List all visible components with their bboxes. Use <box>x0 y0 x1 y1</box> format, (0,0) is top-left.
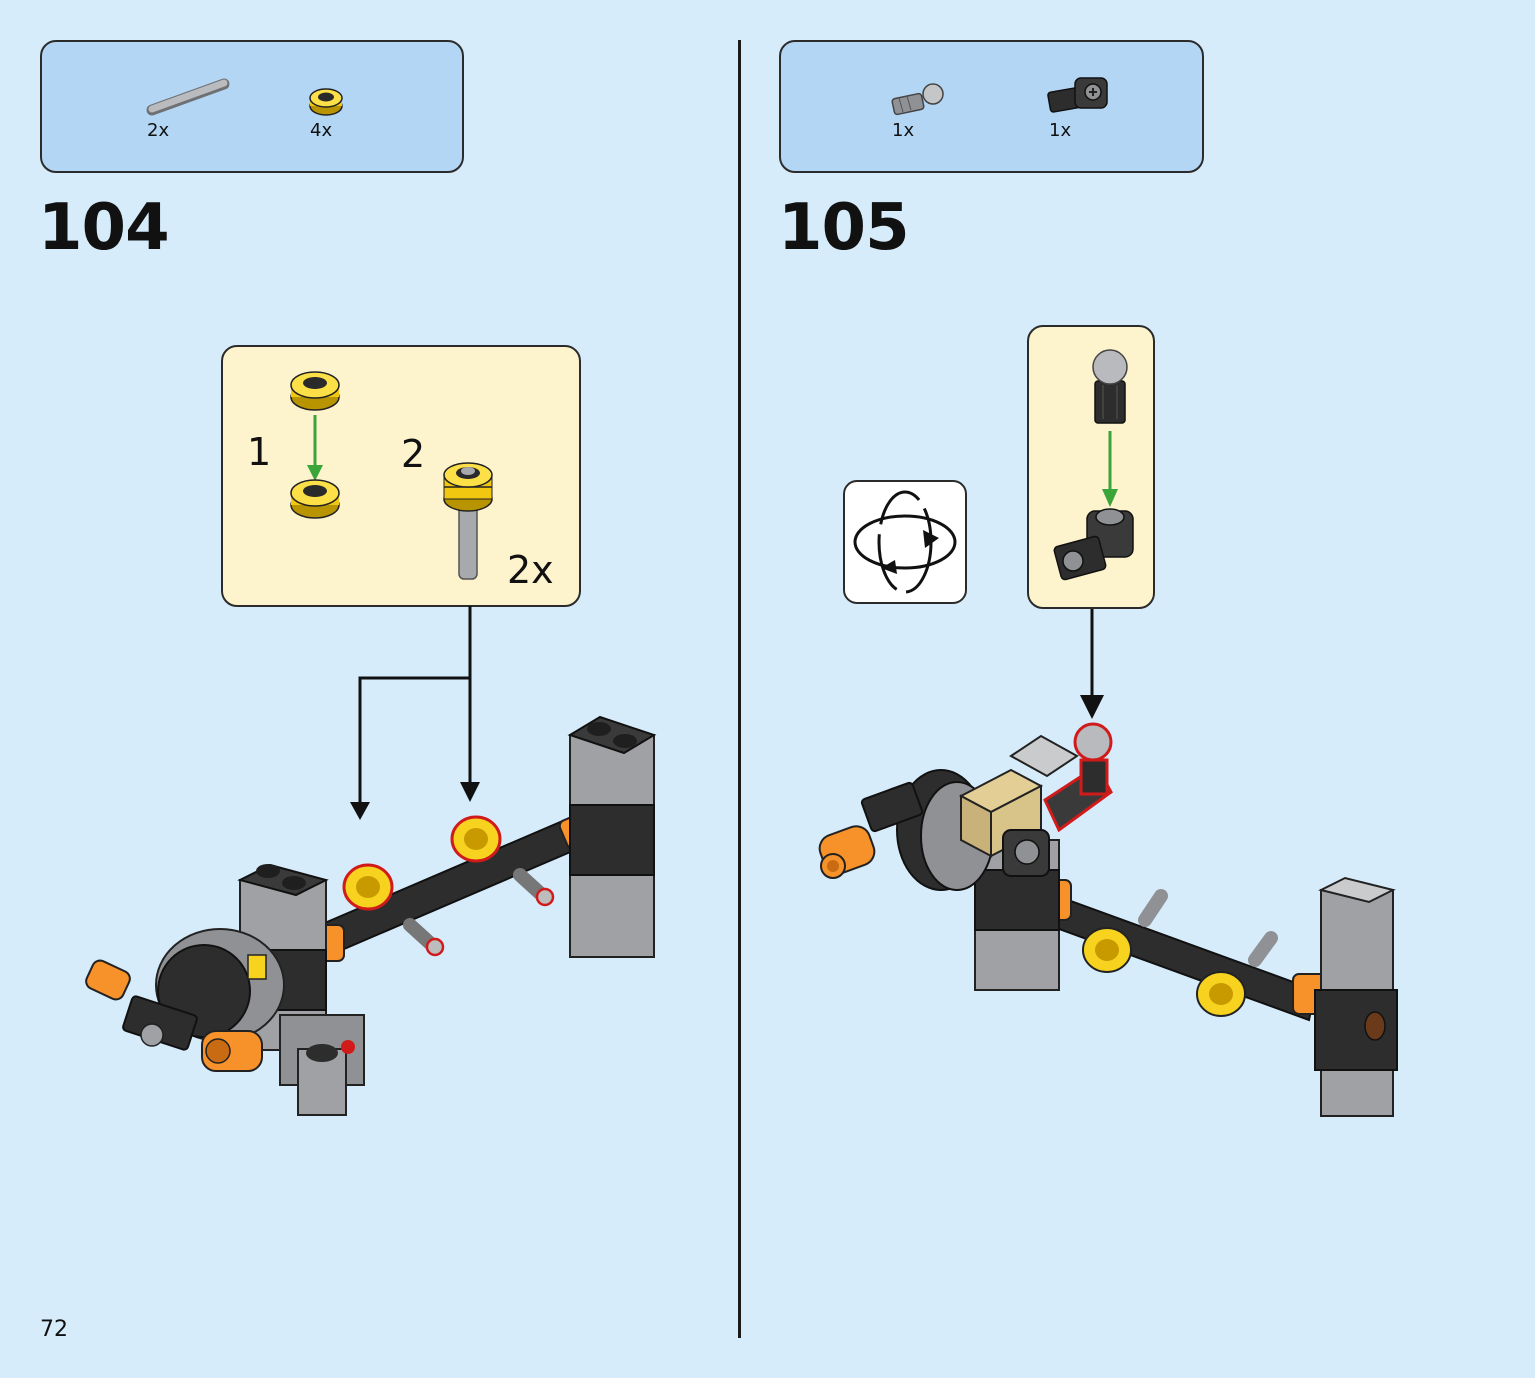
part-qty: 2x <box>147 120 170 141</box>
ball-joint-axle-icon <box>1092 349 1128 424</box>
subassembly-illustration <box>1053 349 1134 581</box>
callout-arrow <box>1080 609 1104 719</box>
arrow-down-icon <box>460 782 480 802</box>
subassembly-callout <box>1027 325 1155 609</box>
step-number: 104 <box>38 191 170 265</box>
yellow-round-plate-icon <box>290 371 340 411</box>
page-number: 72 <box>40 1317 68 1342</box>
green-arrow-icon <box>307 465 323 481</box>
grey-axle-icon <box>146 76 230 116</box>
green-arrow-icon <box>1102 489 1118 507</box>
subassembly-callout: 1 2 2x <box>221 345 581 607</box>
substep-label: 2 <box>401 432 426 476</box>
rotate-model-box <box>843 480 967 604</box>
parts-list-box-104: 2x 4x <box>40 40 464 173</box>
subassembly-illustration <box>290 371 493 580</box>
arrow-down-icon <box>350 802 370 820</box>
black-technic-connector-icon <box>1047 72 1113 116</box>
yellow-round-plate-icon <box>308 88 344 118</box>
part-qty: 1x <box>1049 120 1072 141</box>
black-technic-connector-icon <box>1053 508 1134 581</box>
ball-joint-axle-icon <box>891 82 947 118</box>
axle-with-plates-icon <box>443 462 493 580</box>
substep-label: 1 <box>247 430 272 474</box>
step-number: 105 <box>778 191 910 265</box>
model-illustration-104 <box>85 715 657 1116</box>
parts-list-box-105: 1x 1x <box>779 40 1204 173</box>
part-qty: 4x <box>310 120 333 141</box>
part-qty: 1x <box>892 120 915 141</box>
page-divider <box>738 40 741 1338</box>
yellow-round-plate-icon <box>290 479 340 519</box>
callout-arrows <box>350 606 480 820</box>
rotate-icon <box>853 490 957 594</box>
model-illustration-105 <box>818 722 1398 1117</box>
arrow-down-icon <box>1080 695 1104 719</box>
multiplier-label: 2x <box>507 548 554 592</box>
